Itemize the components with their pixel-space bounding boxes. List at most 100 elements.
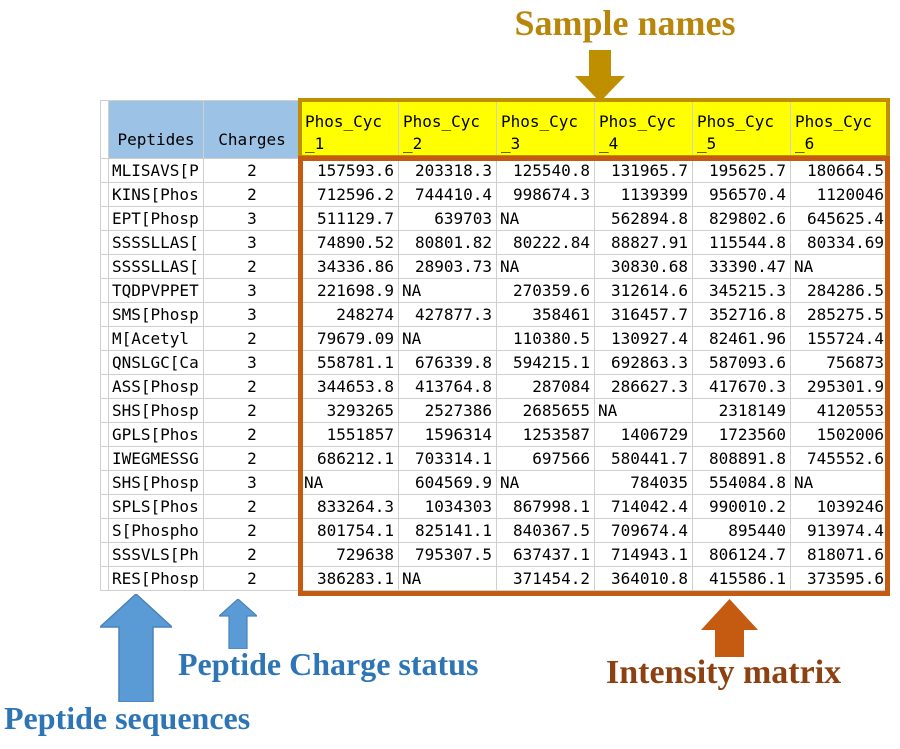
intensity-cell[interactable]: 637437.1 [496,542,595,567]
peptide-cell[interactable]: MLISAVS[P [108,158,204,183]
peptide-cell[interactable]: GPLS[Phos [108,422,204,447]
intensity-cell[interactable]: 676339.8 [398,350,497,375]
intensity-cell[interactable]: 364010.8 [594,566,693,591]
intensity-cell[interactable]: 316457.7 [594,302,693,327]
intensity-cell[interactable]: NA [594,398,693,423]
peptide-cell[interactable]: QNSLGC[Ca [108,350,204,375]
intensity-cell[interactable]: 712596.2 [300,182,399,207]
intensity-cell[interactable]: 371454.2 [496,566,595,591]
intensity-cell[interactable]: 80801.82 [398,230,497,255]
intensity-cell[interactable]: 1596314 [398,422,497,447]
charge-cell[interactable]: 2 [203,158,301,183]
intensity-cell[interactable]: 895440 [692,518,791,543]
intensity-cell[interactable]: 30830.68 [594,254,693,279]
charge-cell[interactable]: 2 [203,398,301,423]
intensity-cell[interactable]: 358461 [496,302,595,327]
intensity-cell[interactable]: 709674.4 [594,518,693,543]
intensity-cell[interactable]: NA [496,470,595,495]
charge-cell[interactable]: 2 [203,374,301,399]
intensity-cell[interactable]: 639703 [398,206,497,231]
intensity-cell[interactable]: 413764.8 [398,374,497,399]
charge-cell[interactable]: 3 [203,302,301,327]
sample-column-header[interactable]: Phos_Cyc_6 [790,100,889,159]
intensity-cell[interactable]: 427877.3 [398,302,497,327]
intensity-cell[interactable]: 714943.1 [594,542,693,567]
intensity-cell[interactable]: 415586.1 [692,566,791,591]
charge-cell[interactable]: 3 [203,206,301,231]
intensity-cell[interactable]: NA [398,326,497,351]
intensity-cell[interactable]: 131965.7 [594,158,693,183]
intensity-cell[interactable]: 913974.4 [790,518,889,543]
intensity-cell[interactable]: NA [790,254,889,279]
sample-column-header[interactable]: Phos_Cyc_3 [496,100,595,159]
intensity-cell[interactable]: 818071.6 [790,542,889,567]
intensity-cell[interactable]: 1039246 [790,494,889,519]
intensity-cell[interactable]: 833264.3 [300,494,399,519]
intensity-cell[interactable]: 344653.8 [300,374,399,399]
intensity-cell[interactable]: 714042.4 [594,494,693,519]
charge-cell[interactable]: 2 [203,494,301,519]
intensity-cell[interactable]: 867998.1 [496,494,595,519]
intensity-cell[interactable]: 956570.4 [692,182,791,207]
intensity-cell[interactable]: 2685655 [496,398,595,423]
intensity-cell[interactable]: 115544.8 [692,230,791,255]
intensity-cell[interactable]: 130927.4 [594,326,693,351]
intensity-cell[interactable]: 604569.9 [398,470,497,495]
intensity-cell[interactable]: 744410.4 [398,182,497,207]
intensity-cell[interactable]: 806124.7 [692,542,791,567]
intensity-cell[interactable]: 562894.8 [594,206,693,231]
intensity-cell[interactable]: 4120553 [790,398,889,423]
intensity-cell[interactable]: NA [496,206,595,231]
intensity-cell[interactable]: 110380.5 [496,326,595,351]
charge-cell[interactable]: 3 [203,230,301,255]
intensity-cell[interactable]: 558781.1 [300,350,399,375]
sample-column-header[interactable]: Phos_Cyc_4 [594,100,693,159]
intensity-cell[interactable]: 998674.3 [496,182,595,207]
intensity-cell[interactable]: 203318.3 [398,158,497,183]
intensity-cell[interactable]: 1120046 [790,182,889,207]
intensity-cell[interactable]: 587093.6 [692,350,791,375]
intensity-cell[interactable]: 692863.3 [594,350,693,375]
intensity-cell[interactable]: 125540.8 [496,158,595,183]
peptide-cell[interactable]: SPLS[Phos [108,494,204,519]
intensity-cell[interactable]: 745552.6 [790,446,889,471]
intensity-cell[interactable]: 345215.3 [692,278,791,303]
intensity-cell[interactable]: 195625.7 [692,158,791,183]
intensity-cell[interactable]: 284286.5 [790,278,889,303]
charges-column-header[interactable]: Charges [203,100,301,159]
charge-cell[interactable]: 2 [203,254,301,279]
charge-cell[interactable]: 2 [203,518,301,543]
peptide-cell[interactable]: S[Phospho [108,518,204,543]
peptides-column-header[interactable]: Peptides [108,100,204,159]
intensity-cell[interactable]: NA [398,566,497,591]
intensity-cell[interactable]: 287084 [496,374,595,399]
intensity-cell[interactable]: 2318149 [692,398,791,423]
intensity-cell[interactable]: 1406729 [594,422,693,447]
peptide-cell[interactable]: SSSVLS[Ph [108,542,204,567]
intensity-cell[interactable]: 825141.1 [398,518,497,543]
intensity-cell[interactable]: 784035 [594,470,693,495]
intensity-cell[interactable]: NA [300,470,399,495]
intensity-cell[interactable]: 2527386 [398,398,497,423]
intensity-cell[interactable]: 417670.3 [692,374,791,399]
intensity-cell[interactable]: 80222.84 [496,230,595,255]
intensity-cell[interactable]: 270359.6 [496,278,595,303]
intensity-cell[interactable]: 33390.47 [692,254,791,279]
intensity-cell[interactable]: 580441.7 [594,446,693,471]
sample-column-header[interactable]: Phos_Cyc_2 [398,100,497,159]
intensity-cell[interactable]: 155724.4 [790,326,889,351]
sample-column-header[interactable]: Phos_Cyc_1 [300,100,399,159]
charge-cell[interactable]: 2 [203,446,301,471]
intensity-cell[interactable]: 80334.69 [790,230,889,255]
charge-cell[interactable]: 2 [203,422,301,447]
intensity-cell[interactable]: 248274 [300,302,399,327]
peptide-cell[interactable]: KINS[Phos [108,182,204,207]
intensity-cell[interactable]: 157593.6 [300,158,399,183]
peptide-cell[interactable]: M[Acetyl [108,326,204,351]
intensity-cell[interactable]: 285275.5 [790,302,889,327]
peptide-cell[interactable]: SSSSLLAS[ [108,230,204,255]
peptide-cell[interactable]: SHS[Phosp [108,470,204,495]
intensity-cell[interactable]: 28903.73 [398,254,497,279]
intensity-cell[interactable]: 1502006 [790,422,889,447]
peptide-cell[interactable]: IWEGMESSG [108,446,204,471]
